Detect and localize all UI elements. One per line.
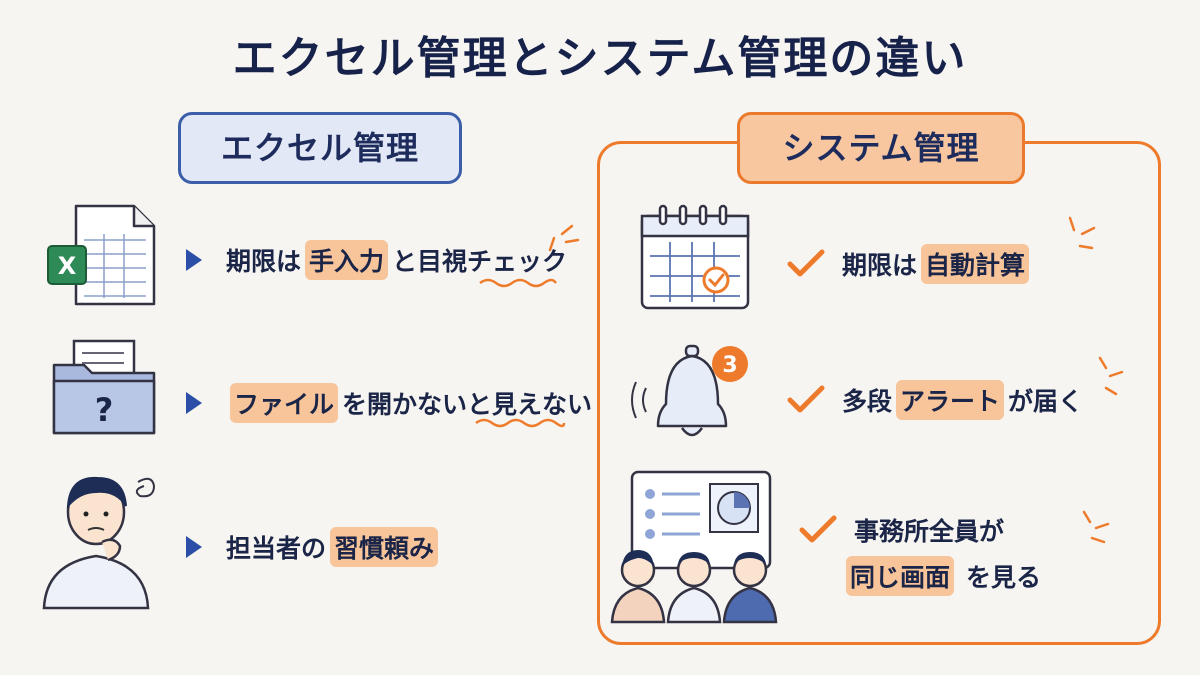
folder-question-mark: ?: [95, 391, 114, 429]
spreadsheet-icon: X: [47, 204, 156, 306]
item-highlight: 習慣頼み: [330, 527, 439, 567]
arrow-right-icon: [186, 392, 202, 414]
item-highlight: 自動計算: [921, 244, 1030, 284]
item-text-post: を見る: [966, 563, 1042, 592]
alert-sparks-icon: [1068, 216, 1096, 250]
bell-notification-icon: 3: [631, 344, 748, 437]
item-highlight: ファイル: [230, 383, 339, 423]
item-text-pre: 期限は: [842, 251, 918, 280]
system-header-pill: システム管理: [737, 112, 1025, 184]
item-highlight: アラート: [896, 380, 1005, 420]
item-text-pre: 多段: [842, 387, 893, 416]
squiggle-underline-icon: [475, 418, 566, 428]
item-text-pre: 担当者の: [226, 534, 327, 563]
calendar-check-icon: [640, 204, 750, 310]
squiggle-underline-icon: [479, 278, 558, 288]
system-item-shared-screen-line2: 同じ画面 を見る: [846, 556, 1041, 596]
excel-header-pill: エクセル管理: [178, 112, 462, 184]
excel-item-open-file: ファイル を開かないと見えない: [186, 383, 592, 423]
bell-badge-count: 3: [722, 353, 737, 378]
checkmark-icon: [787, 385, 825, 413]
item-text-post: を開かないと見えない: [342, 390, 593, 419]
checkmark-icon: [787, 249, 825, 277]
excel-letter: X: [58, 252, 77, 280]
alert-sparks-icon: [548, 224, 580, 252]
system-item-auto-calc: 期限は 自動計算: [786, 244, 1033, 284]
item-highlight: 手入力: [305, 240, 389, 280]
excel-item-habit: 担当者の 習慣頼み: [186, 527, 442, 567]
excel-item-manual-input: 期限は 手入力 と目視チェック: [186, 240, 567, 280]
page-title: エクセル管理とシステム管理の違い: [232, 33, 968, 84]
item-text-line1: 事務所全員が: [854, 517, 1005, 546]
arrow-right-icon: [186, 249, 202, 271]
system-item-shared-screen-line1: 事務所全員が: [798, 512, 1004, 548]
item-text-pre: 期限は: [226, 247, 302, 276]
checkmark-icon: [799, 515, 837, 543]
alert-sparks-icon: [1082, 510, 1110, 544]
folder-question-icon: ?: [52, 339, 156, 435]
item-text-post: と目視チェック: [392, 247, 568, 276]
arrow-right-icon: [186, 536, 202, 558]
item-text-post: が届く: [1008, 387, 1084, 416]
system-item-alerts: 多段 アラート が届く: [786, 380, 1083, 420]
item-highlight: 同じ画面: [846, 556, 955, 596]
team-dashboard-icon: [610, 470, 778, 624]
worried-person-icon: [42, 476, 156, 610]
alert-sparks-icon: [1098, 356, 1124, 396]
